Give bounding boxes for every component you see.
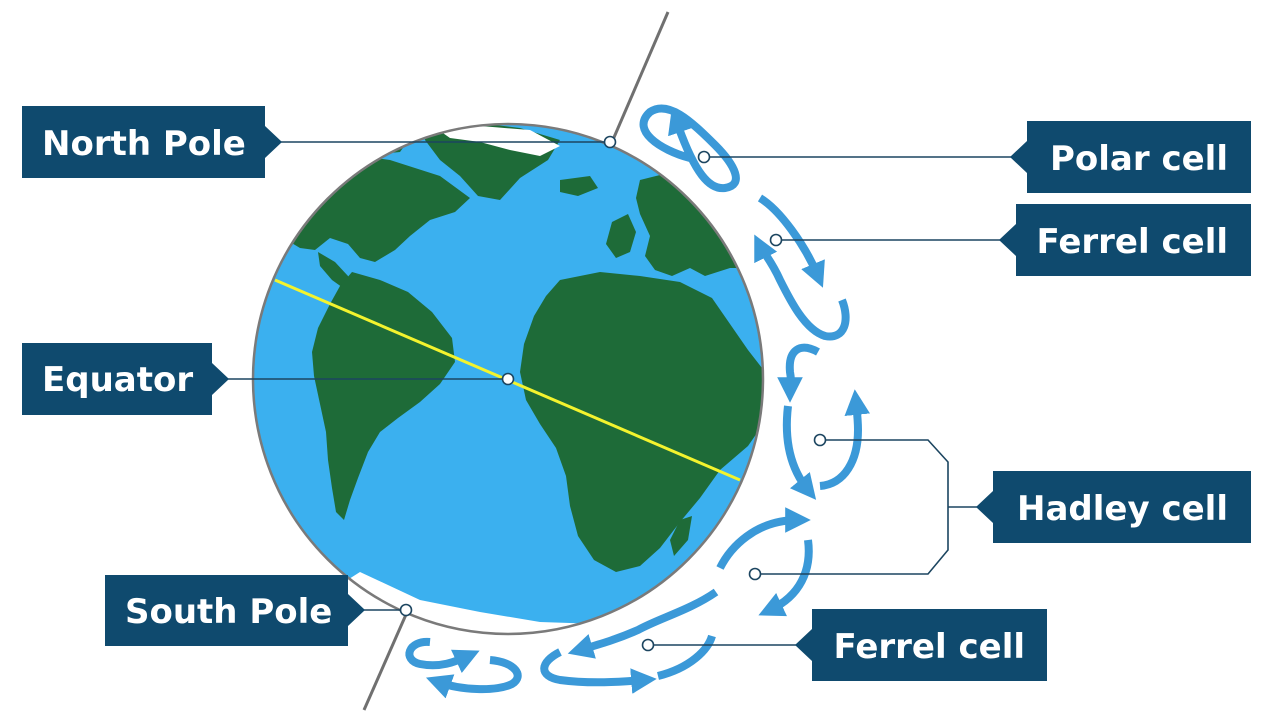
africa-landmass — [520, 272, 763, 572]
hadley-cell-leader — [755, 439, 949, 575]
hadley-cell-south-arrow — [716, 507, 811, 570]
ferrel-cell-north-arrow — [757, 194, 825, 288]
label-south-pole: South Pole — [105, 575, 365, 646]
ferrel-cell-north-marker — [769, 233, 783, 247]
equator-text: Equator — [42, 360, 193, 400]
ferrel-cell-north-return — [754, 234, 850, 341]
circulation-cells — [405, 104, 871, 699]
label-polar-cell: Polar cell — [1010, 121, 1251, 193]
label-box — [976, 471, 1251, 543]
north-pole-text: North Pole — [42, 124, 246, 164]
polar-cell-south-return — [425, 656, 522, 699]
ferrel-cell-south-text: Ferrel cell — [833, 627, 1025, 667]
hadley-cell-north-return — [782, 405, 817, 500]
ferrel-cell-south-upflow — [656, 634, 716, 680]
polar-cell-text: Polar cell — [1050, 139, 1228, 179]
ferrel-cell-south-marker — [641, 638, 655, 652]
iceland-landmass — [560, 176, 598, 196]
label-north-pole: North Pole — [22, 106, 282, 178]
earth-axis — [362, 11, 670, 711]
hadley-cell-south-marker — [748, 567, 762, 581]
north-pole-marker — [603, 135, 617, 149]
label-box — [1010, 121, 1251, 193]
leader-lines — [215, 141, 1018, 646]
hadley-cell-north-arrow — [777, 343, 820, 403]
label-hadley-cell: Hadley cell — [976, 471, 1251, 543]
equator-marker — [501, 372, 515, 386]
label-box — [795, 609, 1047, 681]
british-isles-landmass — [606, 214, 636, 258]
hadley-cell-north-upflow — [819, 389, 871, 490]
label-ferrel-cell-south: Ferrel cell — [795, 609, 1047, 681]
madagascar-landmass — [670, 516, 692, 556]
south-pole-text: South Pole — [125, 592, 332, 632]
polar-cell-marker — [697, 150, 711, 164]
polar-cell-arrow — [639, 104, 740, 193]
label-equator: Equator — [22, 343, 229, 415]
hadley-cell-south-return — [758, 539, 813, 617]
ferrel-cell-south-arrow — [567, 588, 719, 659]
label-ferrel-cell-north: Ferrel cell — [999, 204, 1251, 276]
ferrel-cell-south-return — [540, 648, 657, 694]
label-box — [22, 343, 229, 415]
hadley-cell-north-marker — [813, 433, 827, 447]
polar-cell-south-arrow — [405, 637, 480, 673]
arctic-ice — [430, 124, 560, 156]
leader-markers — [399, 135, 827, 652]
label-box — [105, 575, 365, 646]
label-box — [999, 204, 1251, 276]
ferrel-cell-north-text: Ferrel cell — [1036, 222, 1228, 262]
hadley-cell-text: Hadley cell — [1017, 489, 1228, 529]
south-america-landmass — [312, 272, 455, 520]
label-box — [22, 106, 282, 178]
south-pole-marker — [399, 603, 413, 617]
